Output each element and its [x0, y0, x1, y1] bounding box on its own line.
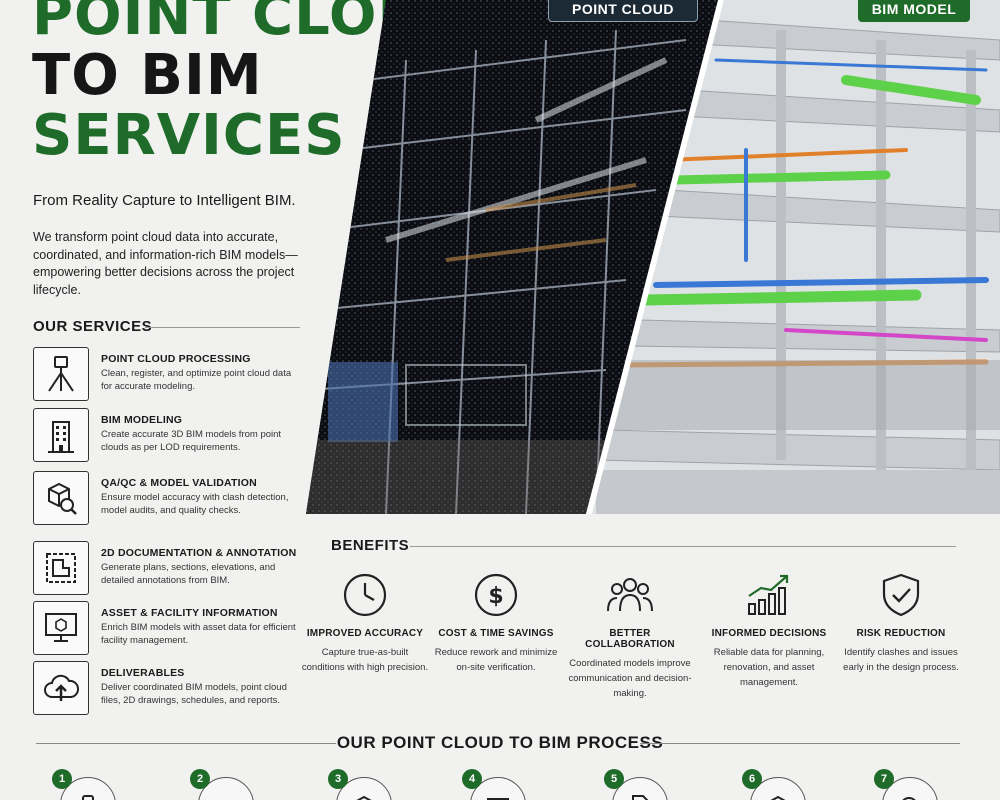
- service-2d-documentation: 2D DOCUMENTATION & ANNOTATION Generate p…: [33, 541, 308, 597]
- dollar-icon: $: [432, 570, 560, 620]
- shield-check-icon: [837, 570, 965, 620]
- benefit-title: IMPROVED ACCURACY: [306, 628, 424, 639]
- floor-plan-icon: [33, 541, 89, 595]
- step-number: 7: [874, 769, 894, 789]
- service-title: 2D DOCUMENTATION & ANNOTATION: [101, 547, 297, 559]
- service-title: QA/QC & MODEL VALIDATION: [101, 477, 257, 489]
- service-asset-facility: ASSET & FACILITY INFORMATION Enrich BIM …: [33, 601, 308, 657]
- people-group-icon: [566, 570, 694, 620]
- cloud-upload-icon: [33, 661, 89, 715]
- bim-model-badge: BIM MODEL: [858, 0, 970, 22]
- benefit-risk-reduction: RISK REDUCTION Identify clashes and issu…: [837, 570, 965, 675]
- growth-chart-icon: [705, 570, 833, 620]
- step-number: 4: [462, 769, 482, 789]
- step-number: 3: [328, 769, 348, 789]
- cube-magnifier-icon: [33, 471, 89, 525]
- benefit-desc: Identify clashes and issues early in the…: [843, 647, 959, 673]
- benefit-desc: Reliable data for planning, renovation, …: [713, 647, 825, 688]
- benefit-improved-accuracy: IMPROVED ACCURACY Capture true-as-built …: [301, 570, 429, 675]
- service-desc: Ensure model accuracy with clash detecti…: [101, 492, 289, 516]
- benefits-divider: [410, 546, 956, 547]
- service-desc: Create accurate 3D BIM models from point…: [101, 429, 282, 453]
- service-desc: Deliver coordinated BIM models, point cl…: [101, 682, 287, 706]
- service-desc: Generate plans, sections, elevations, an…: [101, 562, 276, 586]
- survey-tripod-icon: [33, 347, 89, 401]
- step-number: 6: [742, 769, 762, 789]
- services-heading: OUR SERVICES: [33, 318, 153, 335]
- service-qa-qc: QA/QC & MODEL VALIDATION Ensure model ac…: [33, 471, 308, 527]
- point-cloud-badge: POINT CLOUD: [548, 0, 698, 22]
- service-desc: Clean, register, and optimize point clou…: [101, 368, 292, 392]
- process-divider-right: [640, 743, 960, 744]
- service-deliverables: DELIVERABLES Deliver coordinated BIM mod…: [33, 661, 308, 717]
- benefit-title: RISK REDUCTION: [856, 628, 946, 639]
- tagline: From Reality Capture to Intelligent BIM.: [33, 192, 296, 209]
- benefit-desc: Reduce rework and minimize on-site verif…: [434, 647, 558, 673]
- benefit-desc: Coordinated models improve communication…: [568, 658, 692, 699]
- step-number: 5: [604, 769, 624, 789]
- service-title: BIM MODELING: [101, 414, 183, 426]
- benefit-cost-time-savings: $ COST & TIME SAVINGS Reduce rework and …: [432, 570, 560, 675]
- step-number: 1: [52, 769, 72, 789]
- step-number: 2: [190, 769, 210, 789]
- intro-paragraph: We transform point cloud data into accur…: [33, 230, 298, 297]
- services-divider: [145, 327, 300, 328]
- clock-icon: [301, 570, 429, 620]
- title-line-3: SERVICES: [32, 103, 346, 168]
- monitor-cube-icon: [33, 601, 89, 655]
- benefit-better-collaboration: BETTER COLLABORATION Coordinated models …: [566, 570, 694, 701]
- service-title: POINT CLOUD PROCESSING: [101, 353, 251, 365]
- service-title: DELIVERABLES: [101, 667, 185, 679]
- title-line-2: TO BIM: [32, 43, 263, 108]
- benefit-title: BETTER COLLABORATION: [585, 628, 675, 650]
- benefit-title: INFORMED DECISIONS: [711, 628, 827, 639]
- benefit-title: COST & TIME SAVINGS: [438, 628, 554, 639]
- service-point-cloud-processing: POINT CLOUD PROCESSING Clean, register, …: [33, 347, 308, 403]
- svg-text:$: $: [488, 584, 503, 609]
- process-heading: OUR POINT CLOUD TO BIM PROCESS: [336, 733, 664, 752]
- benefit-desc: Capture true-as-built conditions with hi…: [301, 647, 429, 673]
- service-bim-modeling: BIM MODELING Create accurate 3D BIM mode…: [33, 408, 308, 464]
- benefits-heading: BENEFITS: [331, 537, 410, 554]
- building-icon: [33, 408, 89, 462]
- process-divider-left: [36, 743, 336, 744]
- benefit-informed-decisions: INFORMED DECISIONS Reliable data for pla…: [705, 570, 833, 690]
- service-title: ASSET & FACILITY INFORMATION: [101, 607, 278, 619]
- service-desc: Enrich BIM models with asset data for ef…: [101, 622, 296, 646]
